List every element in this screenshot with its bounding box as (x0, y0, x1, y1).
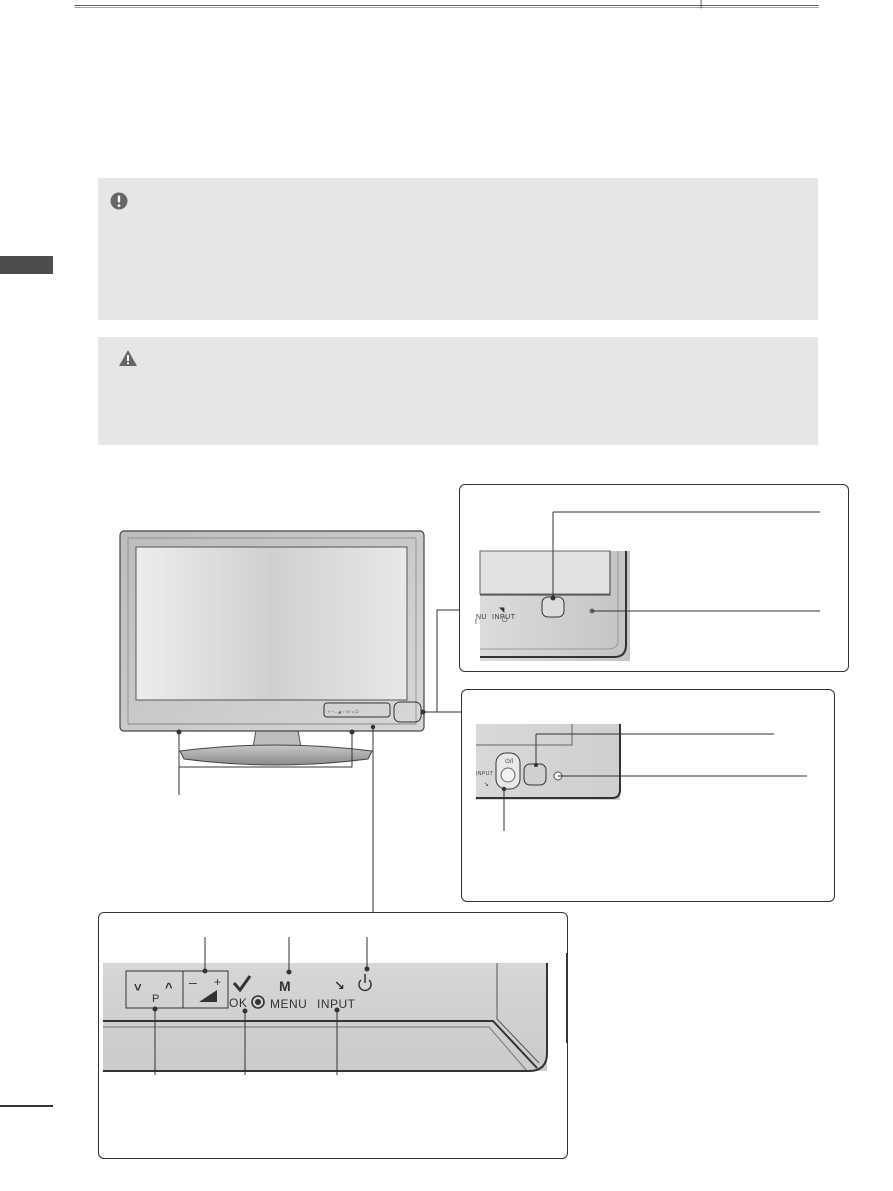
callout-front-controls: ˅ ^ – + M ↘ P OK MENU INP (98, 912, 568, 1159)
svg-text:^: ^ (165, 980, 173, 995)
power-icon: ⏻/I (505, 758, 513, 765)
callout-power-button: ⏻/I ↘ INPUT (461, 689, 835, 902)
power-icon (358, 974, 372, 992)
callout-top-input-label: INPUT (492, 614, 516, 621)
warning-triangle-icon (119, 350, 137, 366)
caution-box (98, 337, 818, 445)
tv-illustration: ˅ ^ – ◢ ✓ M ↘ ⏻ (119, 530, 426, 766)
svg-text:+: + (214, 975, 221, 989)
svg-text:˅ ^ – ◢ ✓ M ↘ ⏻: ˅ ^ – ◢ ✓ M ↘ ⏻ (328, 709, 359, 714)
svg-text:–: – (189, 974, 197, 990)
svg-text:˅: ˅ (134, 980, 142, 995)
input-label: INPUT (317, 997, 356, 1011)
callout-mid-input-label: INPUT (476, 771, 494, 777)
ok-label: OK (229, 996, 248, 1010)
callout-top-menu-partial: NU (476, 614, 488, 621)
svg-text:◥: ◥ (499, 607, 505, 614)
chapter-tab-marker (0, 256, 53, 274)
side-panel-detail: ⏻/I ↘ (476, 724, 807, 831)
svg-text:I: I (475, 619, 477, 626)
front-panel-detail: ˅ ^ – + M ↘ (103, 937, 567, 1075)
power-panel-detail: ⏻ ◥ I (475, 511, 820, 661)
footer-rule (0, 1105, 53, 1107)
prog-label: P (152, 993, 160, 1005)
menu-label: MENU (270, 997, 308, 1011)
input-arrow-icon: ↘ (334, 978, 345, 993)
note-box (98, 178, 818, 320)
svg-text:↘: ↘ (484, 782, 489, 788)
callout-power-indicator: ⏻ ◥ I NU INPUT (459, 484, 849, 672)
exclamation-circle-icon (110, 192, 128, 210)
menu-m-icon: M (279, 978, 291, 994)
power-icon: ⏻ (502, 616, 508, 624)
header-rule (74, 0, 819, 9)
